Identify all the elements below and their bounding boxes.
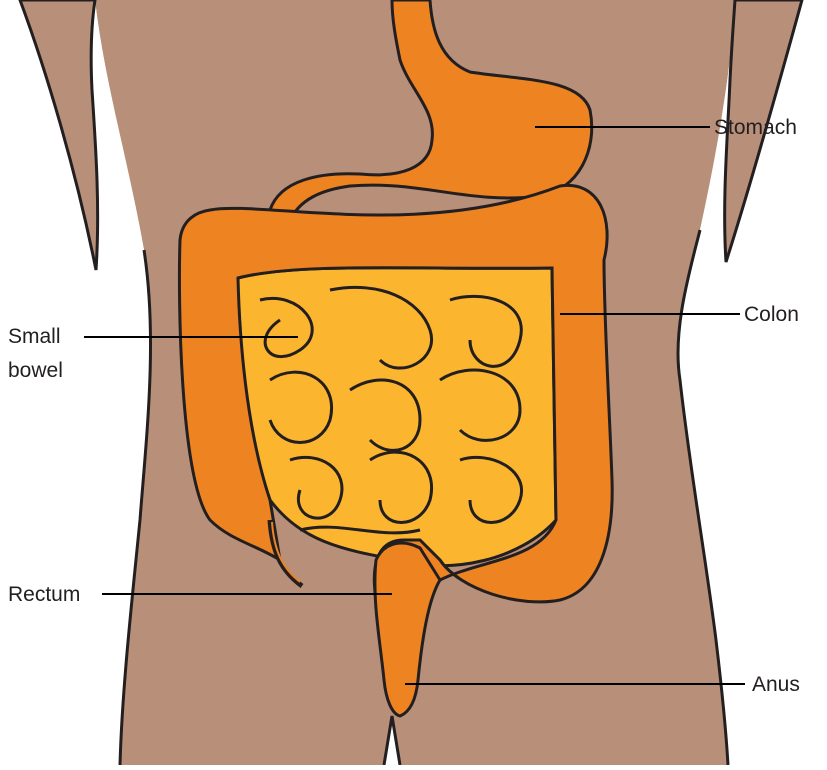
anus-label: Anus xyxy=(752,673,800,696)
colon-label: Colon xyxy=(744,303,799,326)
small-bowel-label-line1: Small xyxy=(8,325,61,348)
stomach-label: Stomach xyxy=(714,116,797,139)
rectum-label: Rectum xyxy=(8,583,80,606)
small-bowel-label-line2: bowel xyxy=(8,359,63,382)
